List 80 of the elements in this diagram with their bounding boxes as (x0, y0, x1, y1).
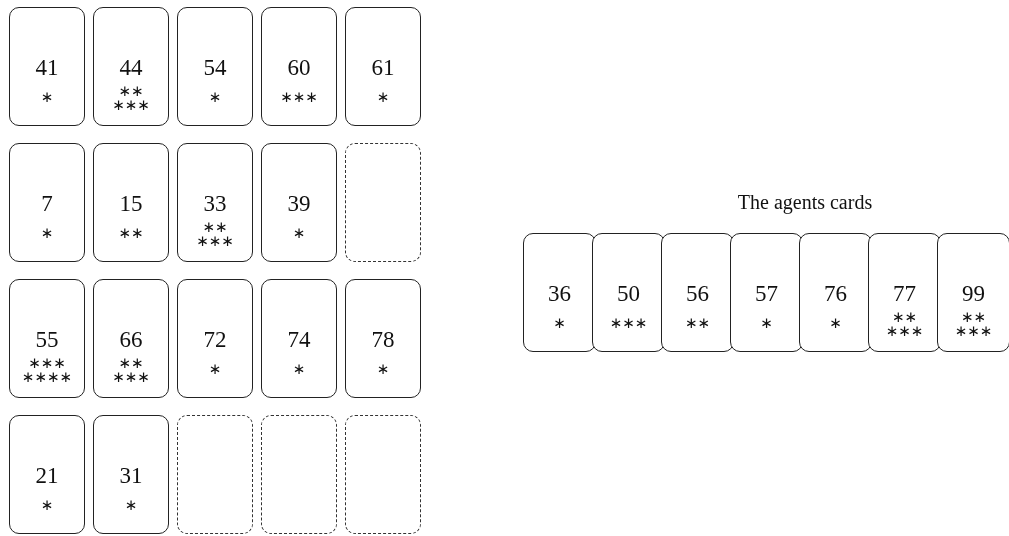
star-rating: ∗∗∗ (609, 316, 648, 330)
card-number: 50 (617, 280, 640, 308)
playing-card (937, 233, 1009, 352)
card-number: 21 (35, 462, 59, 490)
star-rating: ∗∗ (118, 226, 144, 240)
playing-card (730, 233, 803, 352)
playing-card (177, 7, 253, 126)
star-rating: ∗∗∗ (885, 324, 924, 338)
playing-card (345, 279, 421, 398)
star-rating: ∗∗∗ (28, 356, 66, 370)
empty-card-slot (177, 415, 253, 534)
playing-card (93, 279, 169, 398)
star-rating: ∗ (208, 362, 222, 376)
star-rating: ∗ (292, 226, 306, 240)
star-rating: ∗∗ (118, 356, 144, 370)
playing-card (9, 143, 85, 262)
playing-card (592, 233, 665, 352)
playing-card (345, 7, 421, 126)
card-number: 60 (287, 54, 311, 82)
card-number: 33 (203, 190, 227, 218)
card-number: 44 (119, 54, 143, 82)
playing-card (261, 7, 337, 126)
card-number: 7 (41, 190, 53, 218)
playing-card (261, 143, 337, 262)
card-number: 77 (893, 280, 916, 308)
card-number: 54 (203, 54, 227, 82)
playing-card (9, 415, 85, 534)
star-rating: ∗∗∗ (954, 324, 993, 338)
star-rating: ∗∗∗ (112, 370, 150, 384)
star-rating: ∗ (124, 498, 138, 512)
star-rating: ∗∗ (684, 316, 711, 330)
card-number: 15 (119, 190, 143, 218)
star-rating: ∗ (40, 226, 54, 240)
star-rating: ∗∗∗ (280, 90, 318, 104)
star-rating: ∗ (376, 362, 390, 376)
playing-card (93, 143, 169, 262)
star-rating: ∗∗ (891, 310, 918, 324)
card-number: 55 (35, 326, 59, 354)
empty-card-slot (345, 143, 421, 262)
star-rating: ∗ (376, 90, 390, 104)
playing-card (9, 7, 85, 126)
card-number: 74 (287, 326, 311, 354)
empty-card-slot (261, 415, 337, 534)
star-rating: ∗∗ (202, 220, 228, 234)
star-rating: ∗ (292, 362, 306, 376)
star-rating: ∗ (553, 316, 566, 330)
card-number: 72 (203, 326, 227, 354)
star-rating: ∗ (760, 316, 773, 330)
star-rating: ∗∗ (118, 84, 144, 98)
card-number: 76 (824, 280, 847, 308)
empty-card-slot (345, 415, 421, 534)
card-number: 99 (962, 280, 985, 308)
playing-card (93, 7, 169, 126)
card-number: 57 (755, 280, 778, 308)
playing-card (177, 143, 253, 262)
star-rating: ∗ (208, 90, 222, 104)
playing-card (9, 279, 85, 398)
heading-text: The agents cards (736, 190, 874, 214)
playing-card (661, 233, 734, 352)
card-number: 56 (686, 280, 709, 308)
star-rating: ∗ (829, 316, 842, 330)
card-number: 41 (35, 54, 59, 82)
playing-card (93, 415, 169, 534)
card-number: 66 (119, 326, 143, 354)
card-number: 61 (371, 54, 395, 82)
star-rating: ∗∗ (960, 310, 987, 324)
playing-card (261, 279, 337, 398)
card-number: 31 (119, 462, 143, 490)
playing-card (177, 279, 253, 398)
card-number: 78 (371, 326, 395, 354)
star-rating: ∗∗∗ (112, 98, 150, 112)
card-number: 39 (287, 190, 311, 218)
card-number: 36 (548, 280, 571, 308)
star-rating: ∗∗∗ (196, 234, 234, 248)
playing-card (799, 233, 872, 352)
playing-card (523, 233, 596, 352)
playing-card (868, 233, 941, 352)
star-rating: ∗∗∗∗ (21, 370, 73, 384)
star-rating: ∗ (40, 498, 54, 512)
star-rating: ∗ (40, 90, 54, 104)
